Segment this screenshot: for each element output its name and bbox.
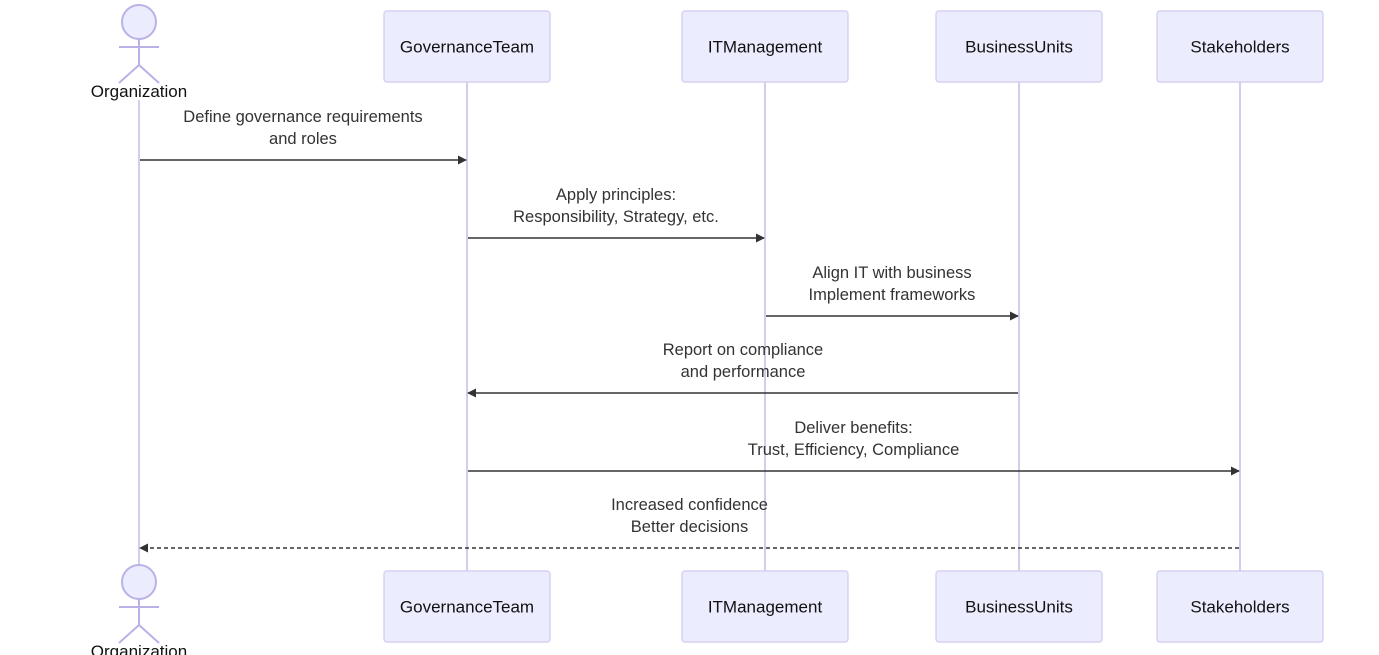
actor-label: Organization xyxy=(91,82,187,101)
participant-label: BusinessUnits xyxy=(965,38,1073,57)
participant-label: Stakeholders xyxy=(1190,598,1289,617)
message-label: Align IT with business xyxy=(812,264,971,282)
message-label: Responsibility, Strategy, etc. xyxy=(513,208,719,226)
participant-top-itm: ITManagement xyxy=(681,10,849,83)
participant-top-sh: Stakeholders xyxy=(1156,10,1324,83)
message-label: Implement frameworks xyxy=(809,286,976,304)
message-5: Deliver benefits: Trust, Efficiency, Comp… xyxy=(468,419,1240,476)
actor-leg-right xyxy=(138,64,160,84)
participant-label: ITManagement xyxy=(708,38,823,57)
participant-box xyxy=(681,570,849,643)
message-4: Report on compliance and performance xyxy=(467,341,1018,398)
participant-bottom-gov: GovernanceTeam xyxy=(383,570,551,643)
participant-box xyxy=(935,10,1103,83)
actor-head-icon xyxy=(121,564,157,600)
message-label: Apply principles: xyxy=(556,186,676,204)
participant-top-gov: GovernanceTeam xyxy=(383,10,551,83)
message-2: Apply principles: Responsibility, Strateg… xyxy=(468,186,765,243)
participant-box xyxy=(1156,570,1324,643)
message-label: and performance xyxy=(681,363,806,381)
participant-box xyxy=(935,570,1103,643)
message-label: Define governance requirements xyxy=(183,108,422,126)
participant-label: GovernanceTeam xyxy=(400,598,534,617)
message-1: Define governance requirements and roles xyxy=(140,108,467,165)
participant-label: BusinessUnits xyxy=(965,598,1073,617)
participant-box xyxy=(383,10,551,83)
participant-bottom-sh: Stakeholders xyxy=(1156,570,1324,643)
participant-label: Stakeholders xyxy=(1190,38,1289,57)
message-label: Increased confidence xyxy=(611,496,768,514)
participant-box xyxy=(1156,10,1324,83)
message-label: Better decisions xyxy=(631,518,748,536)
actor-leg-left xyxy=(118,64,140,84)
message-label: Trust, Efficiency, Compliance xyxy=(748,441,960,459)
actor-leg-right xyxy=(138,624,160,644)
actor-label: Organization xyxy=(91,642,187,655)
actor-top-org: Organization xyxy=(91,4,187,101)
message-label: Deliver benefits: xyxy=(794,419,912,437)
participant-box xyxy=(681,10,849,83)
participant-label: GovernanceTeam xyxy=(400,38,534,57)
message-label: Report on compliance xyxy=(663,341,824,359)
actor-leg-left xyxy=(118,624,140,644)
participant-box xyxy=(383,570,551,643)
participant-label: ITManagement xyxy=(708,598,823,617)
participant-bottom-itm: ITManagement xyxy=(681,570,849,643)
message-label: and roles xyxy=(269,130,337,148)
actor-bottom-org: Organization xyxy=(91,564,187,655)
participant-top-bu: BusinessUnits xyxy=(935,10,1103,83)
participant-bottom-bu: BusinessUnits xyxy=(935,570,1103,643)
actor-head-icon xyxy=(121,4,157,40)
